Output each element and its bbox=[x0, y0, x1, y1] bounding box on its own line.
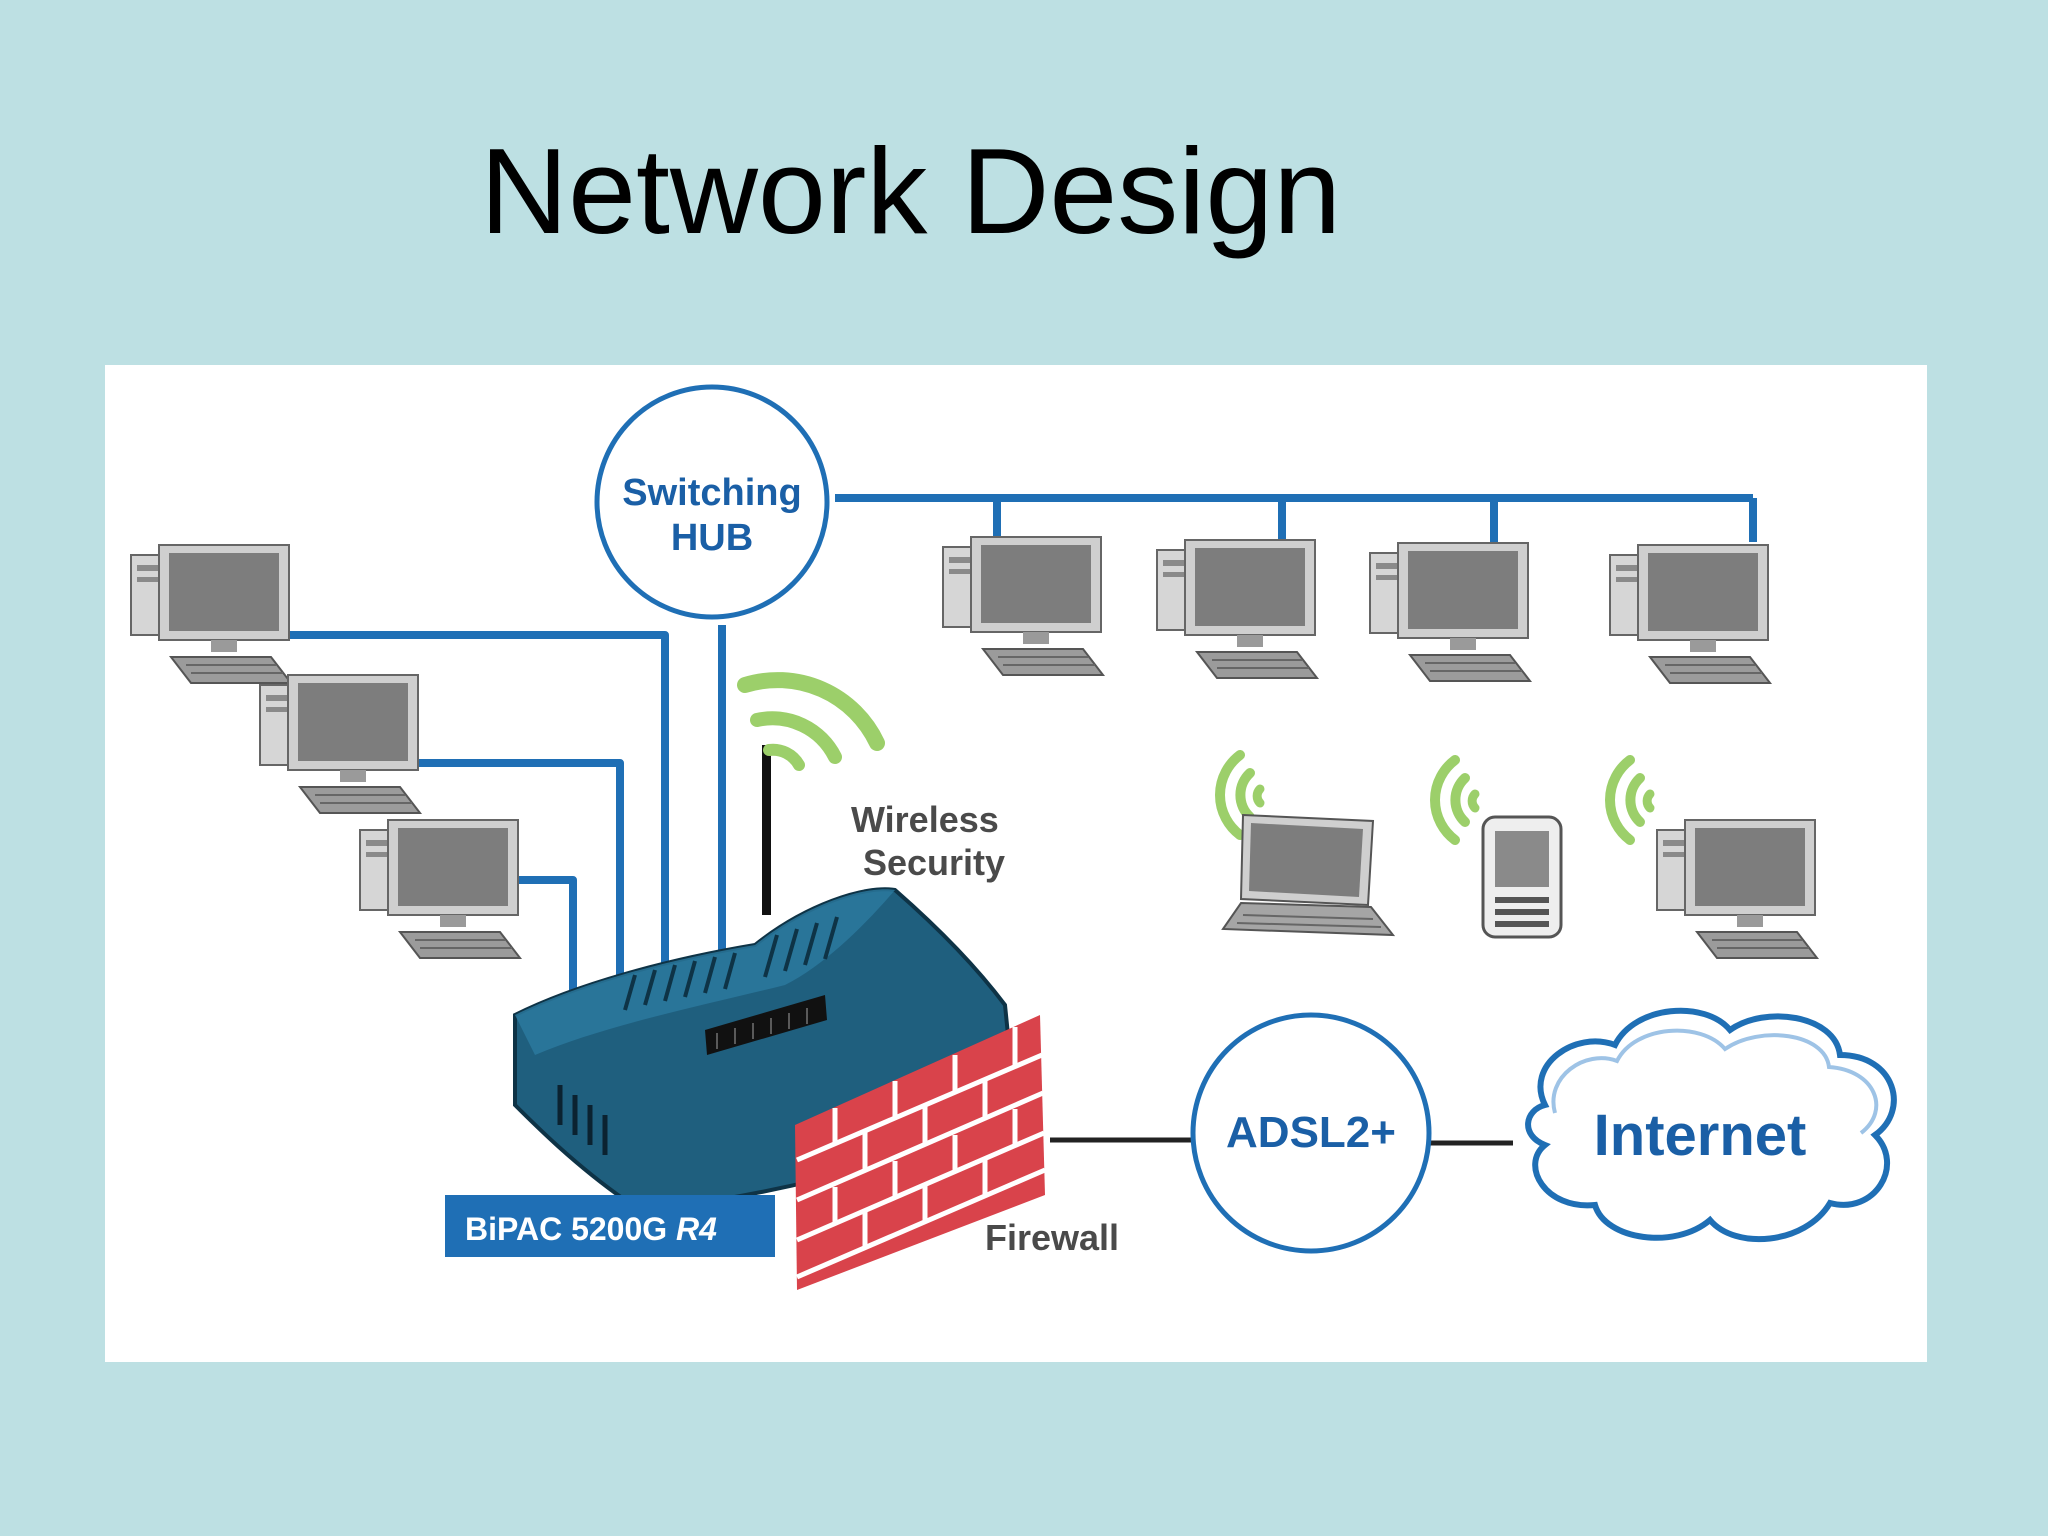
antenna-icon bbox=[762, 745, 771, 915]
adsl-label: ADSL2+ bbox=[1226, 1108, 1396, 1157]
wireless-security-label-line1: Wireless bbox=[851, 799, 999, 840]
wan-links bbox=[1050, 1137, 1513, 1146]
computer-icon bbox=[1156, 539, 1318, 679]
network-diagram: Switching HUB bbox=[105, 365, 1927, 1362]
adsl-node: ADSL2+ bbox=[1190, 1012, 1432, 1254]
computer-icon bbox=[1609, 544, 1771, 684]
slide-title: Network Design bbox=[480, 123, 1342, 259]
computer-icon bbox=[1369, 542, 1531, 682]
wireless-security-label-line2: Security bbox=[863, 842, 1005, 883]
svg-text:BiPAC 5200G R4: BiPAC 5200G R4 bbox=[465, 1211, 717, 1247]
firewall-icon bbox=[795, 1015, 1046, 1290]
computer-icon bbox=[359, 819, 521, 959]
network-links bbox=[260, 494, 1757, 1005]
internet-cloud-icon: Internet bbox=[1525, 1007, 1897, 1242]
wifi-signal-icon bbox=[1435, 760, 1475, 840]
internet-label: Internet bbox=[1594, 1103, 1807, 1168]
computer-icon bbox=[942, 536, 1104, 676]
switching-hub-label-line2: HUB bbox=[671, 517, 753, 559]
router-model-badge: BiPAC 5200G R4 bbox=[445, 1195, 775, 1257]
right-computers bbox=[942, 536, 1771, 684]
wireless-clients bbox=[1220, 755, 1818, 959]
switching-hub-label-line1: Switching bbox=[622, 472, 801, 514]
router-model-suffix: R4 bbox=[676, 1211, 717, 1247]
router-wifi-icon bbox=[737, 672, 885, 771]
router-model-prefix: BiPAC 5200G bbox=[465, 1211, 676, 1247]
left-computers bbox=[130, 544, 521, 959]
pda-icon bbox=[1481, 815, 1563, 939]
computer-icon bbox=[1656, 819, 1818, 959]
laptop-icon bbox=[1222, 814, 1394, 936]
computer-icon bbox=[259, 674, 421, 814]
computer-icon bbox=[130, 544, 292, 684]
firewall-label: Firewall bbox=[985, 1217, 1119, 1258]
switching-hub-node: Switching HUB bbox=[594, 384, 830, 620]
wifi-signal-icon bbox=[1610, 760, 1650, 840]
